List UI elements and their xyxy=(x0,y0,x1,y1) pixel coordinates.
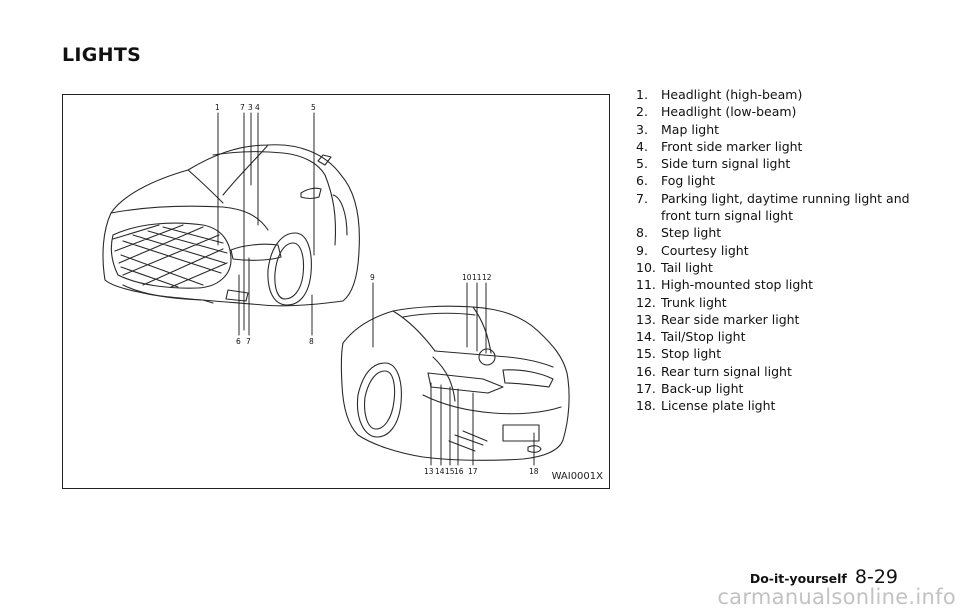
legend-item: 9. Courtesy light xyxy=(636,242,936,259)
legend-text: Stop light xyxy=(661,346,722,362)
legend-text: Map light xyxy=(661,121,720,137)
legend-text: Rear turn signal light xyxy=(661,363,792,379)
legend-item: 3. Map light xyxy=(636,121,936,138)
legend-number: 7. xyxy=(636,190,648,206)
legend-text: Back-up light xyxy=(661,381,744,397)
page-footer: Do-it-yourself 8-29 xyxy=(750,566,898,588)
figure-code: WAI0001X xyxy=(551,471,603,482)
legend-text: Front side marker light xyxy=(661,138,803,154)
legend-text: Side turn signal light xyxy=(661,156,791,172)
legend-item: 12. Trunk light xyxy=(636,294,936,311)
legend-text: Fog light xyxy=(661,173,716,189)
legend-item: 14. Tail/Stop light xyxy=(636,328,936,345)
callout-6: 6 xyxy=(236,337,241,346)
legend-text: High-mounted stop light xyxy=(661,277,814,293)
legend-item: 6. Fog light xyxy=(636,172,936,189)
legend-item: 17. Back-up light xyxy=(636,380,936,397)
legend-number: 17. xyxy=(636,381,656,397)
watermark-link[interactable]: carmanualsonline.info xyxy=(717,585,956,609)
legend-number: 3. xyxy=(636,121,648,137)
callout-9: 9 xyxy=(370,273,375,282)
callout-labels: 1 7 3 4 5 6 7 8 9 10 11 12 13 14 15 16 1… xyxy=(215,103,539,476)
legend-number: 16. xyxy=(636,363,656,379)
callout-11: 11 xyxy=(472,273,482,282)
callout-14: 14 xyxy=(435,467,445,476)
callout-15: 15 xyxy=(445,467,455,476)
callout-13: 13 xyxy=(424,467,434,476)
legend-number: 6. xyxy=(636,173,648,189)
legend-number: 10. xyxy=(636,259,656,275)
section-title: LIGHTS xyxy=(62,44,142,66)
legend-number: 9. xyxy=(636,242,648,258)
callout-7-top: 7 xyxy=(240,103,245,112)
legend-item: 10. Tail light xyxy=(636,259,936,276)
legend-number: 14. xyxy=(636,329,656,345)
legend-number: 1. xyxy=(636,87,648,102)
legend-text: Step light xyxy=(661,225,722,241)
callout-leaders xyxy=(217,112,535,466)
legend-number: 2. xyxy=(636,104,648,120)
legend-number: 11. xyxy=(636,277,656,293)
legend-number: 12. xyxy=(636,294,656,310)
callout-12: 12 xyxy=(482,273,492,282)
callout-18: 18 xyxy=(529,467,539,476)
legend-text: Courtesy light xyxy=(661,242,749,258)
callout-7-bottom: 7 xyxy=(246,337,251,346)
callout-17: 17 xyxy=(468,467,478,476)
callout-10: 10 xyxy=(462,273,472,282)
legend-text: Headlight (high-beam) xyxy=(661,87,803,102)
legend-item: 13. Rear side marker light xyxy=(636,311,936,328)
lights-legend: 1. Headlight (high-beam) 2. Headlight (low… xyxy=(636,86,936,415)
front-car-drawing xyxy=(102,144,360,307)
callout-4: 4 xyxy=(255,103,260,112)
legend-text: Tail light xyxy=(661,259,713,275)
chapter-label: Do-it-yourself xyxy=(749,571,847,586)
legend-text: Parking light, daytime running light and… xyxy=(661,190,910,224)
legend-number: 18. xyxy=(636,398,656,414)
legend-number: 13. xyxy=(636,311,656,327)
legend-item: 15. Stop light xyxy=(636,345,936,362)
legend-number: 8. xyxy=(636,225,648,241)
page-number: 8-29 xyxy=(854,566,898,588)
legend-text: Tail/Stop light xyxy=(661,329,746,345)
legend-item: 18. License plate light xyxy=(636,397,936,414)
legend-number: 4. xyxy=(636,138,648,154)
legend-item: 7. Parking light, daytime running light a… xyxy=(636,190,936,225)
legend-text: License plate light xyxy=(661,398,776,414)
legend-item: 11. High-mounted stop light xyxy=(636,276,936,293)
car-illustration: 1 7 3 4 5 6 7 8 9 10 11 12 13 14 15 16 1… xyxy=(102,103,570,476)
callout-1: 1 xyxy=(215,103,220,112)
legend-item: 5. Side turn signal light xyxy=(636,155,936,172)
rear-car-drawing xyxy=(340,305,570,461)
legend-item: 16. Rear turn signal light xyxy=(636,363,936,380)
lights-figure: 1 7 3 4 5 6 7 8 9 10 11 12 13 14 15 16 1… xyxy=(62,94,610,489)
legend-item: 1. Headlight (high-beam) xyxy=(636,86,936,103)
callout-8: 8 xyxy=(309,337,314,346)
legend-item: 2. Headlight (low-beam) xyxy=(636,103,936,120)
legend-number: 5. xyxy=(636,156,648,172)
legend-item: 4. Front side marker light xyxy=(636,138,936,155)
legend-number: 15. xyxy=(636,346,656,362)
callout-16: 16 xyxy=(454,467,464,476)
legend-item: 8. Step light xyxy=(636,224,936,241)
legend-text: Rear side marker light xyxy=(661,311,800,327)
callout-5: 5 xyxy=(311,103,316,112)
legend-text: Headlight (low-beam) xyxy=(661,104,797,120)
callout-3: 3 xyxy=(248,103,253,112)
legend-text: Trunk light xyxy=(661,294,727,310)
